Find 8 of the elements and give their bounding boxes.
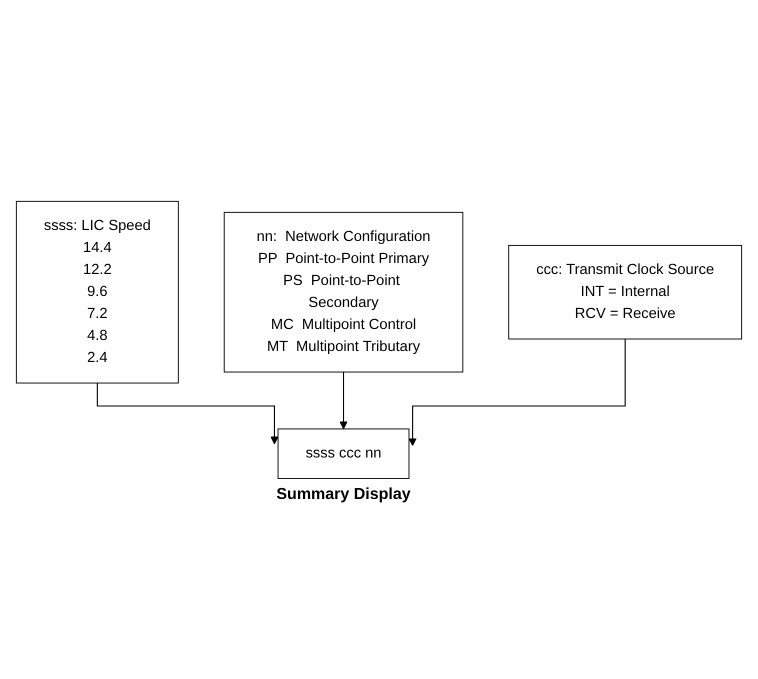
caption-text: Summary Display bbox=[276, 486, 411, 504]
arrow bbox=[339, 371, 348, 429]
node-box: ccc: Transmit Clock Source INT = Internal RCV = Receive bbox=[508, 244, 742, 340]
arrow bbox=[408, 338, 626, 446]
node-box: ssss: LIC Speed 14.4 12.2 9.6 7.2 4.8 2.4 bbox=[16, 200, 179, 384]
arrow bbox=[96, 382, 278, 444]
node-box: ssss ccc nn bbox=[278, 428, 410, 479]
node-box: nn: Network Configuration PP Point-to-Point Primary PS Point-to-Point Secondary MC Multipoint Control MT Multipoint Tributary bbox=[224, 211, 464, 372]
